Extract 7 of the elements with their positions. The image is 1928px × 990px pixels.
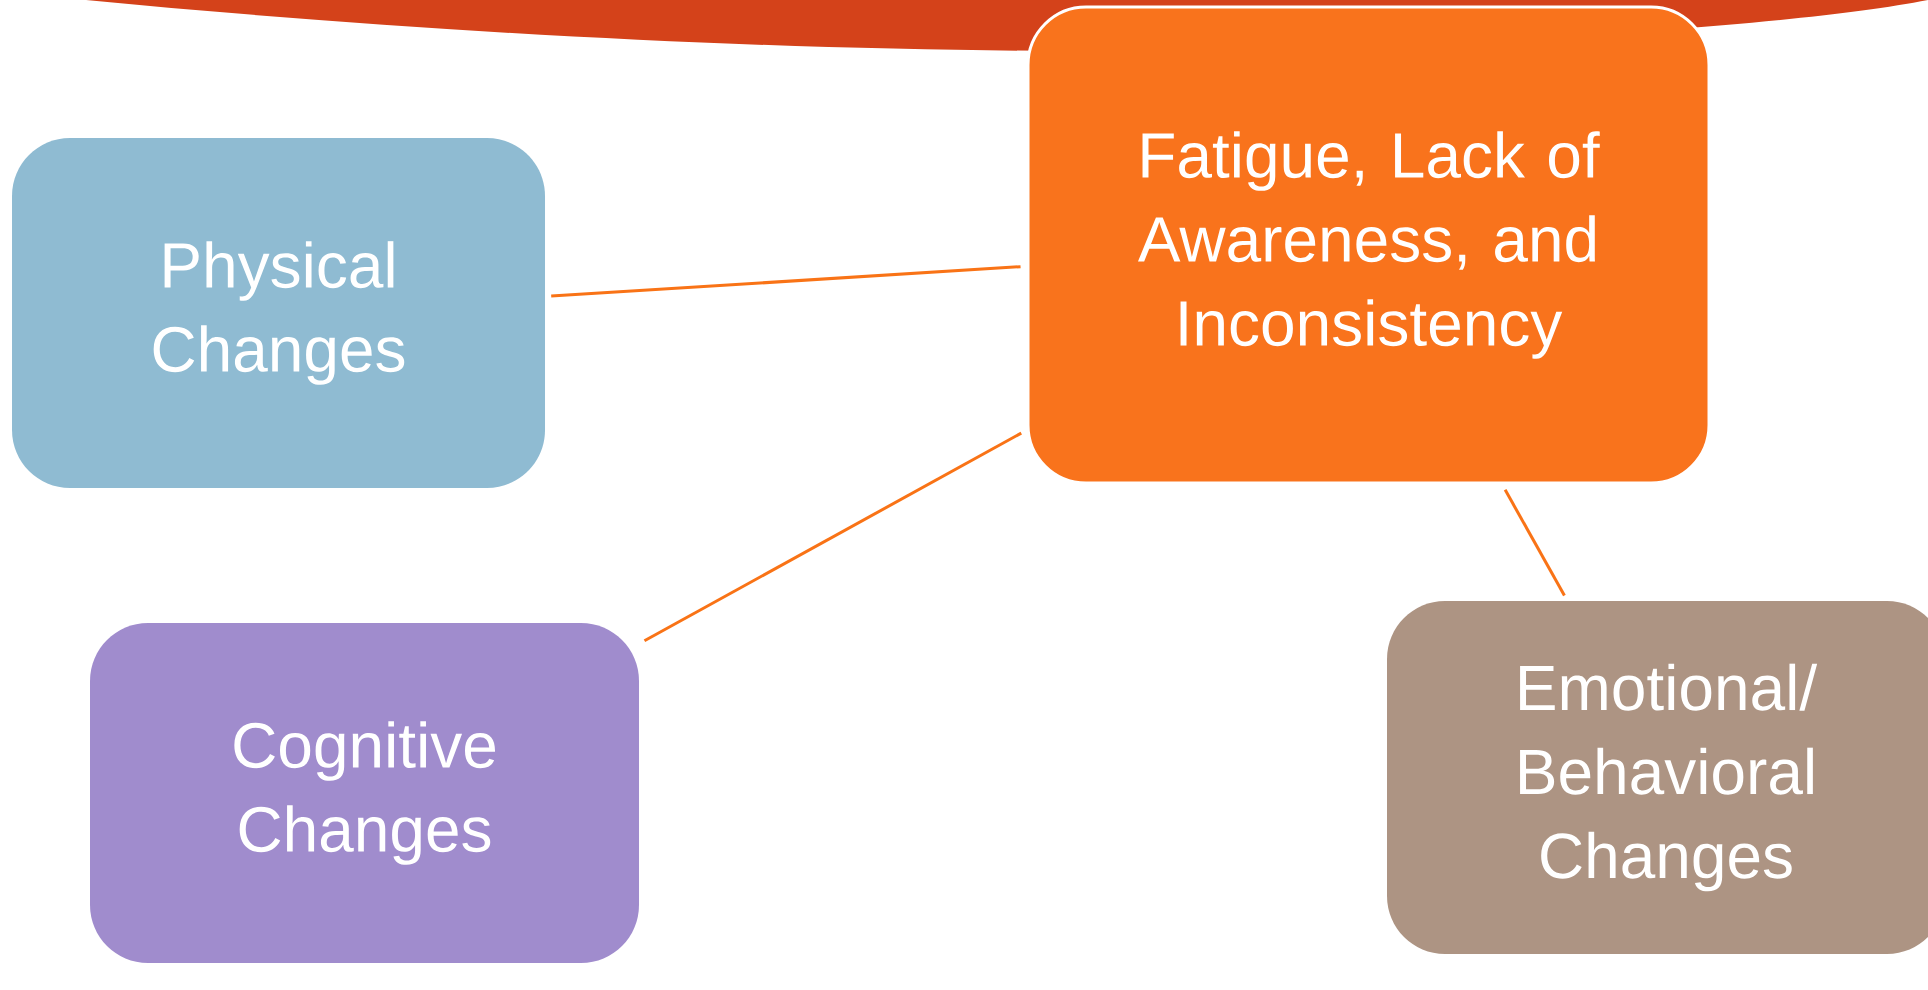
- rounded-box: Emotional/ Behavioral Changes: [1387, 601, 1928, 954]
- connector-line: [1503, 489, 1566, 597]
- rounded-box: Fatigue, Lack of Awareness, and Inconsistency: [1026, 5, 1711, 485]
- rounded-box: Physical Changes: [12, 138, 545, 488]
- rounded-box: Cognitive Changes: [90, 623, 639, 963]
- connector-line: [643, 431, 1022, 643]
- connector-line: [551, 265, 1021, 298]
